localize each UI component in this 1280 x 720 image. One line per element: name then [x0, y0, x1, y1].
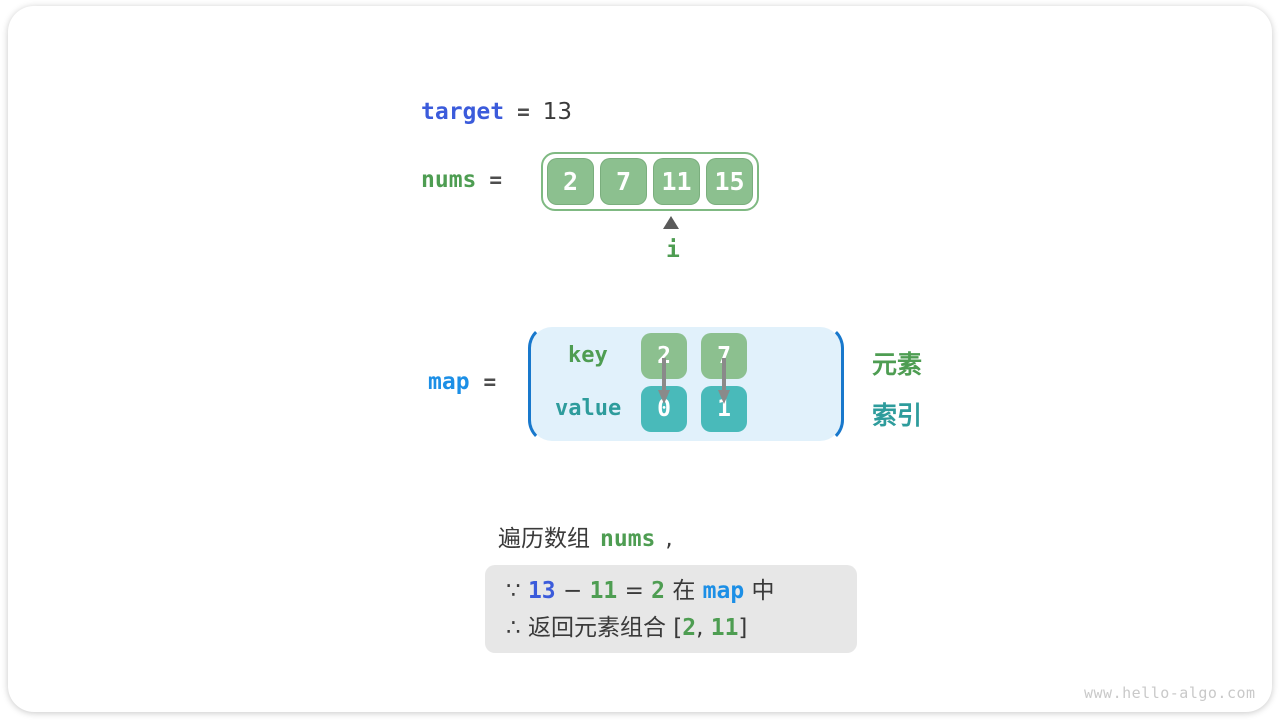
- nums-cell: 11: [653, 158, 700, 205]
- nums-equals: =: [489, 168, 503, 192]
- conclusion-token: ]: [738, 615, 748, 641]
- conclusion-box: ∵ 13 − 11 = 2 在 map 中 ∴ 返回元素组合 [2, 11]: [485, 565, 857, 653]
- map-equals: =: [483, 370, 497, 394]
- conclusion-token: 中: [744, 578, 775, 604]
- conclusion-token: 11: [589, 578, 618, 604]
- conclusion-token: ∴ 返回元素组合 [: [506, 615, 683, 641]
- nums-array: 2 7 11 15: [541, 152, 759, 211]
- nums-keyword: nums: [421, 167, 477, 193]
- conclusion-token: map: [702, 578, 745, 604]
- target-equals: =: [517, 100, 530, 124]
- conclusion-token: ,: [696, 615, 711, 641]
- nums-cell: 2: [547, 158, 594, 205]
- conclusion-token: 在: [665, 578, 703, 604]
- conclusion-token: 11: [710, 615, 739, 641]
- pointer-i-label: i: [666, 237, 680, 263]
- target-row: target = 13: [421, 99, 572, 125]
- map-value-cell: 0: [641, 386, 687, 432]
- key-to-value-arrow-icon: [718, 358, 730, 404]
- conclusion-token: 2: [682, 615, 697, 641]
- watermark: www.hello-algo.com: [1084, 684, 1256, 702]
- conclusion-token: 13: [527, 578, 556, 604]
- conclusion-token: 2: [651, 578, 666, 604]
- caption-suffix: ,: [665, 526, 673, 552]
- nums-cell: 15: [706, 158, 753, 205]
- target-keyword: target: [421, 99, 505, 125]
- nums-label-row: nums =: [421, 167, 502, 193]
- map-container: key value 2 7 0 1: [528, 324, 844, 444]
- conclusion-token: ∵: [506, 578, 528, 604]
- conclusion-token: =: [617, 578, 652, 604]
- conclusion-token: −: [555, 578, 590, 604]
- target-value: 13: [542, 99, 573, 125]
- map-key-label: key: [568, 343, 608, 368]
- conclusion-line-2: ∴ 返回元素组合 [2, 11]: [506, 610, 857, 647]
- map-keyword: map: [428, 369, 470, 395]
- caption-prefix: 遍历数组: [498, 526, 590, 552]
- pointer-arrow-icon: [663, 216, 679, 229]
- nums-cell: 7: [600, 158, 647, 205]
- map-value-cell: 1: [701, 386, 747, 432]
- caption-nums-code: nums: [600, 526, 656, 552]
- diagram-card: target = 13 nums = 2 7 11 15 i map = key…: [8, 6, 1272, 712]
- legend-index: 索引: [872, 401, 923, 430]
- map-value-label: value: [555, 396, 622, 421]
- conclusion-line-1: ∵ 13 − 11 = 2 在 map 中: [506, 573, 857, 610]
- legend-element: 元素: [872, 350, 923, 379]
- map-label-row: map =: [428, 369, 496, 395]
- key-to-value-arrow-icon: [658, 358, 670, 404]
- caption-row: 遍历数组 nums ,: [498, 519, 673, 553]
